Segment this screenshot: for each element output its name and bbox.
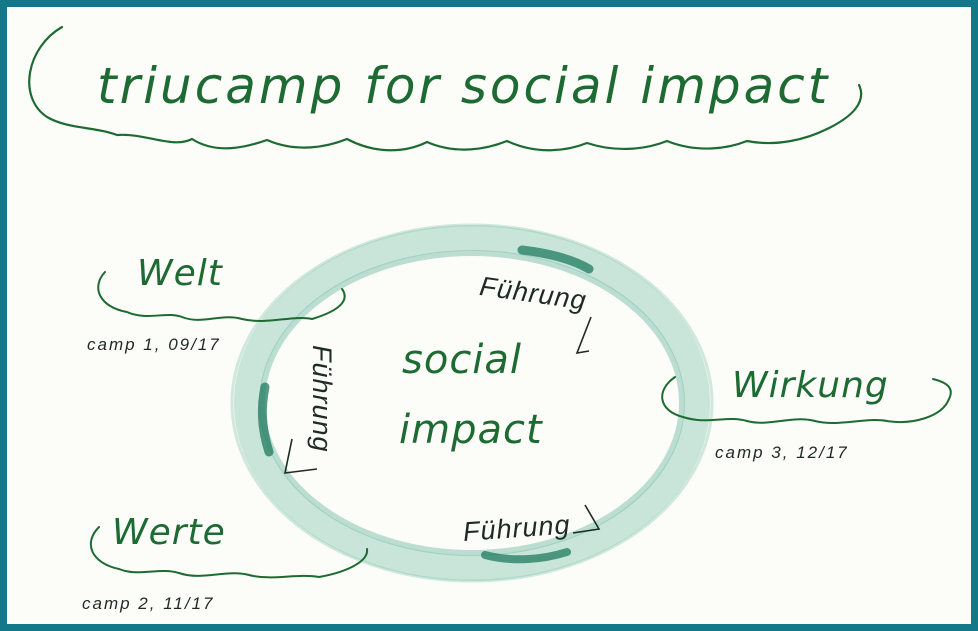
werte-cloud-underline [89,526,369,579]
label-welt: Welt [137,253,223,294]
sketch-canvas [28,25,952,583]
center-text-impact: impact [399,407,543,453]
page-title: triucamp for social impact [97,57,831,115]
label-werte: Werte [112,512,226,553]
arrowhead-left [283,438,318,474]
ring-dark-stroke-left [257,382,274,457]
fuehrung-left: Führung [307,345,337,453]
title-cloud-outline [28,25,863,152]
camp-2-date: camp 2, 11/17 [82,594,215,613]
impact-ring-edge [230,223,714,583]
ring-dark-stroke-top [517,245,594,274]
camp-1-date: camp 1, 09/17 [87,335,221,354]
label-wirkung: Wirkung [732,365,889,406]
arrowhead-top [575,316,592,355]
ring-dark-stroke-bottom [481,548,571,564]
wirkung-cloud-underline [661,376,952,424]
welt-cloud-underline [97,271,346,322]
center-text-social: social [402,337,523,383]
arrowhead-bottom [572,504,601,534]
impact-ring-outer [234,225,710,581]
camp-3-date: camp 3, 12/17 [715,443,849,462]
